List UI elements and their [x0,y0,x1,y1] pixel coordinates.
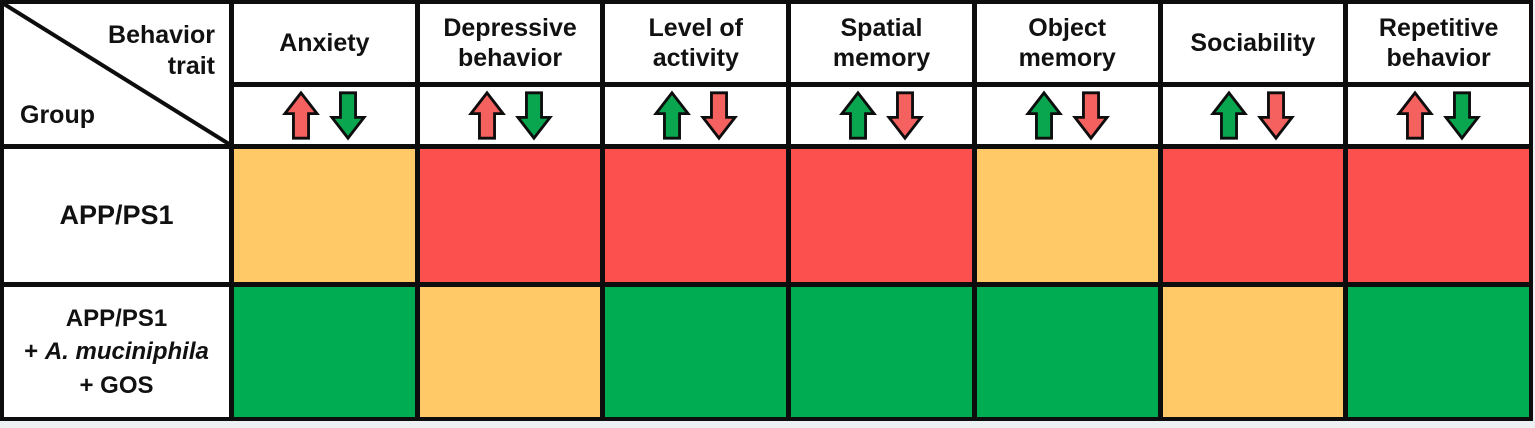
behavior-trait-label-line1: Behavior [108,21,215,49]
table-cell-green [234,287,415,417]
row-label-segment: + [24,338,45,366]
row-label-line: APP/PS1 [59,197,173,234]
table-cell-red [419,149,601,282]
row-label-segment: APP/PS1 [59,199,174,230]
row-label-segment: APP/PS1 [65,305,168,333]
column-header-label: Object memory [1018,13,1116,73]
arrow-legend-level-of-activity [605,87,787,144]
arrow-legend-sociability [1162,87,1344,144]
up-arrow-icon [467,90,506,140]
down-arrow-icon [514,91,553,141]
column-header-object-memory: Object memory [976,4,1158,82]
column-header-anxiety: Anxiety [234,4,415,82]
table-cell-green [791,287,972,417]
corner-header-cell: Behavior trait Group [4,4,229,144]
arrow-legend-spatial-memory [791,87,972,144]
row-label-app-ps1-a-muciniphila-gos: APP/PS1+ A. muciniphila+ GOS [4,287,229,417]
up-arrow-icon [281,90,320,140]
arrow-legend-repetitive-behavior [1348,87,1529,144]
up-arrow-icon [653,90,692,140]
column-header-label: Level of activity [648,13,744,73]
table-cell-red [605,149,787,282]
column-header-label: Spatial memory [832,13,931,73]
up-arrow-icon [839,90,877,140]
table-cell-green [976,287,1158,417]
column-header-label: Sociability [1190,28,1316,57]
diagonal-divider [4,4,229,144]
group-label: Group [20,101,95,129]
arrow-legend-depressive-behavior [419,87,601,144]
row-label-segment: + GOS [79,371,154,399]
column-header-depressive-behavior: Depressive behavior [419,4,601,82]
column-header-label: Anxiety [279,28,370,57]
column-header-spatial-memory: Spatial memory [791,4,972,82]
column-header-level-of-activity: Level of activity [605,4,787,82]
row-label-line: + A. muciniphila [24,335,209,368]
row-label-line: + GOS [79,369,153,402]
table-cell-red [1162,149,1344,282]
table-cell-red [1348,149,1529,282]
down-arrow-icon [1443,91,1482,141]
arrow-legend-anxiety [234,87,415,144]
up-arrow-icon [1024,90,1063,140]
behavior-trait-label-line2: trait [167,52,215,81]
down-arrow-icon [328,91,367,141]
column-header-label: Repetitive behavior [1378,13,1499,73]
table-cell-yellow [976,149,1158,282]
up-arrow-icon [1396,90,1435,140]
table-cell-yellow [1162,287,1344,417]
table-cell-green [605,287,787,417]
row-label-line: APP/PS1 [66,302,167,335]
table-cell-green [1348,287,1529,417]
column-header-label: Depressive behavior [443,13,577,73]
table-cell-red [791,149,972,282]
behavior-trait-label: Behavior trait [108,20,215,83]
down-arrow-icon [1071,91,1110,141]
row-label-app-ps1: APP/PS1 [4,149,229,282]
column-header-sociability: Sociability [1162,4,1344,82]
down-arrow-icon [886,91,924,141]
row-label-italic-segment: A. muciniphila [44,338,209,366]
down-arrow-icon [1257,91,1296,141]
arrow-legend-object-memory [976,87,1158,144]
table-cell-yellow [419,287,601,417]
down-arrow-icon [700,91,739,141]
column-header-repetitive-behavior: Repetitive behavior [1348,4,1529,82]
table-cell-yellow [234,149,415,282]
up-arrow-icon [1210,90,1249,140]
